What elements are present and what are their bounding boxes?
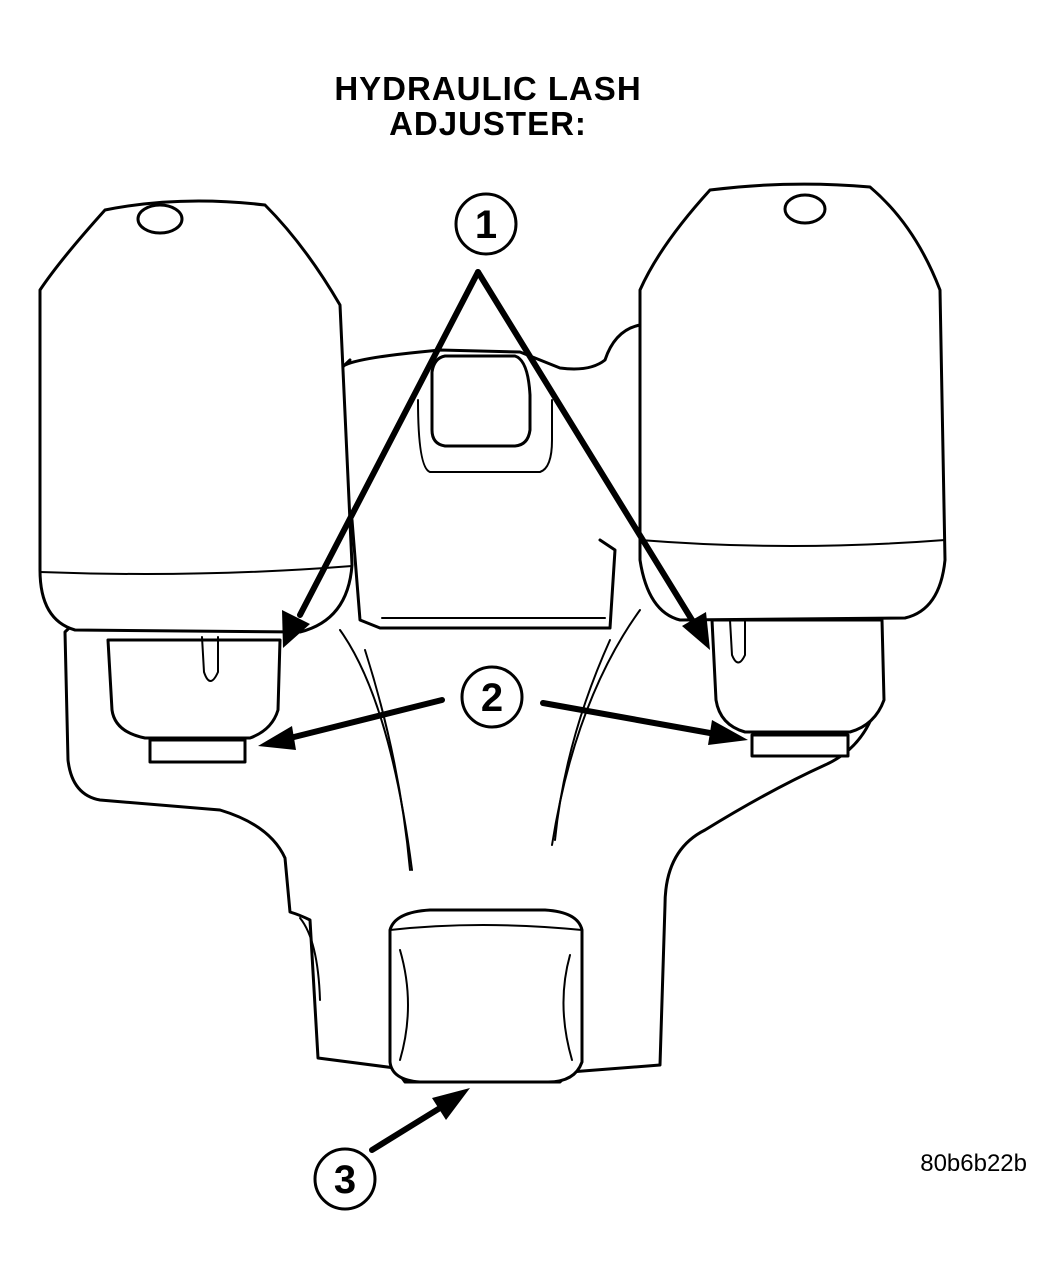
callout-3: 3 [313, 1147, 377, 1211]
diagram-title-line-1: HYDRAULIC LASH [334, 70, 641, 107]
roller [388, 908, 584, 1084]
leader-2-left [287, 697, 445, 741]
leader-3 [369, 1105, 443, 1153]
arrowhead-2-right [708, 720, 748, 745]
callout-2: 2 [460, 665, 524, 729]
lash-adjuster-left [38, 199, 354, 764]
arrowhead-1-left [282, 610, 310, 648]
leader-1-left [297, 269, 481, 618]
leader-1-right [475, 269, 695, 623]
arrowhead-1-right [682, 612, 710, 650]
callout-3-number: 3 [334, 1158, 356, 1202]
callout-2-number: 2 [481, 676, 503, 720]
lash-adjuster-right [638, 182, 947, 758]
arrowhead-2-left [258, 726, 296, 750]
callout-1: 1 [454, 192, 518, 256]
leader-2-right [540, 700, 713, 736]
diagram-title-line-2: ADJUSTER: [389, 105, 587, 142]
callout-1-number: 1 [475, 203, 497, 247]
leader-lines [258, 269, 748, 1153]
arrowhead-3 [432, 1088, 470, 1120]
figure-reference-id: 80b6b22b [920, 1150, 1027, 1177]
